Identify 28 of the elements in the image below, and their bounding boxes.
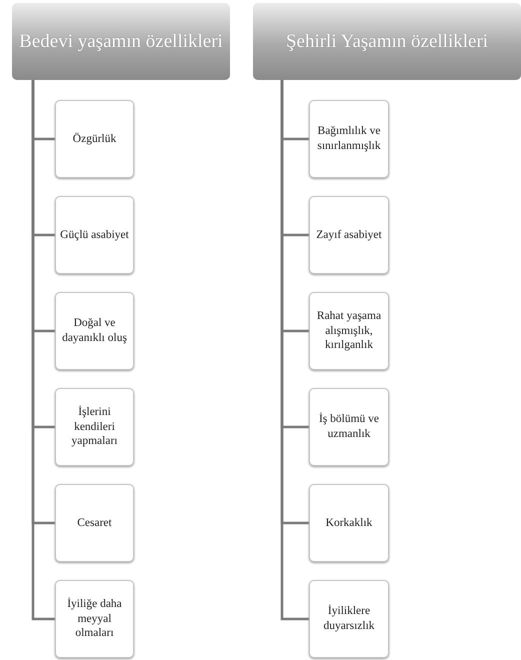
item-box bbox=[55, 388, 134, 466]
item-text: Doğal ve dayanıklı oluş bbox=[61, 316, 128, 346]
item-box bbox=[309, 388, 389, 466]
item-text: İş bölümü ve uzmanlık bbox=[318, 412, 380, 442]
item-box bbox=[309, 580, 389, 658]
item-box bbox=[55, 196, 134, 274]
header-text: Şehirli Yaşamın özellikleri bbox=[286, 30, 488, 52]
item-text: Özgürlük bbox=[72, 132, 116, 146]
header-box bbox=[253, 3, 521, 80]
item-box bbox=[309, 484, 389, 562]
header-box bbox=[12, 3, 230, 80]
item-text: Bağımlılık ve sınırlanmışlık bbox=[316, 124, 382, 154]
item-text: Korkaklık bbox=[326, 516, 372, 530]
item-box bbox=[55, 292, 134, 370]
item-text: Güçlü asabiyet bbox=[60, 228, 129, 242]
item-box bbox=[309, 100, 389, 178]
item-text: Rahat yaşama alışmışlık, kırılganlık bbox=[316, 308, 382, 354]
header-text: Bedevi yaşamın özellikleri bbox=[19, 30, 223, 52]
item-box bbox=[309, 196, 389, 274]
item-box bbox=[55, 100, 134, 178]
item-text: Zayıf asabiyet bbox=[316, 228, 382, 242]
item-text: İyiliğe daha meyyal olmaları bbox=[66, 596, 123, 642]
item-text: İyiliklere duyarsızlık bbox=[322, 604, 376, 634]
item-box bbox=[309, 292, 389, 370]
item-text: Cesaret bbox=[77, 516, 112, 530]
item-text: İşlerini kendileri yapmaları bbox=[70, 404, 118, 450]
item-box bbox=[55, 580, 134, 658]
item-box bbox=[55, 484, 134, 562]
